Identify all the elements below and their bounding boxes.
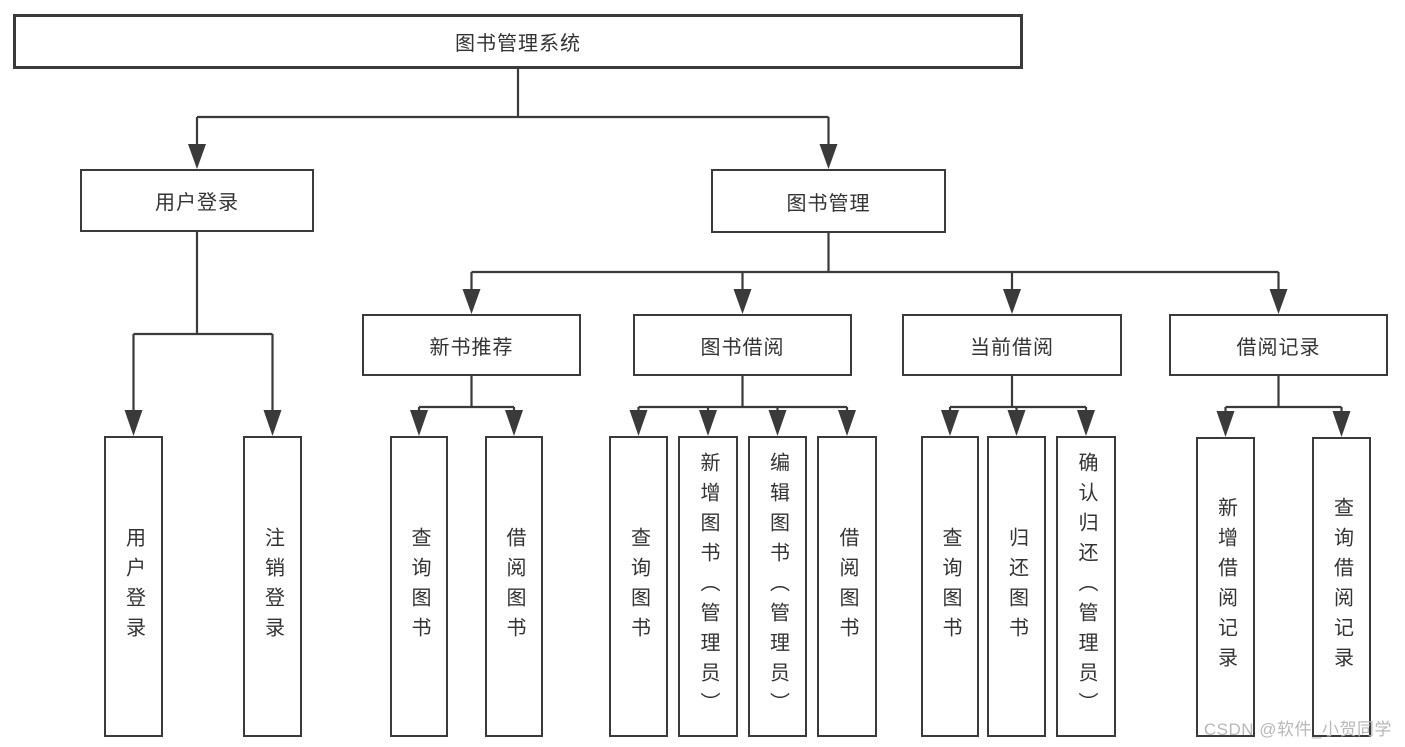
leaf-label: 用户登录 xyxy=(122,526,145,647)
node-book-management: 图书管理 xyxy=(711,169,946,233)
arrowheads xyxy=(124,144,1351,437)
node-label: 用户登录 xyxy=(155,192,239,214)
leaf-label: 注销登录 xyxy=(261,526,284,647)
watermark: CSDN @软件_小贺同学 xyxy=(1203,720,1392,739)
node-label: 借阅记录 xyxy=(1236,336,1321,359)
leaf-borrow-books: 借阅图书 xyxy=(817,436,877,737)
leaf-label: 查询图书 xyxy=(939,526,961,647)
leaf-label: 查询图书 xyxy=(408,526,430,647)
leaf-label: 新增借阅记录 xyxy=(1214,497,1237,677)
node-borrowing-records: 借阅记录 xyxy=(1169,314,1388,376)
leaf-query-books-current: 查询图书 xyxy=(921,436,979,737)
leaf-label: 确认归还（管理员） xyxy=(1075,451,1097,722)
node-new-book-recommendation: 新书推荐 xyxy=(362,314,581,376)
leaf-query-books-borrowing: 查询图书 xyxy=(609,436,668,737)
leaf-borrow-books-recommend: 借阅图书 xyxy=(485,436,543,737)
node-library-management-system: 图书管理系统 xyxy=(13,14,1023,69)
leaf-return-books: 归还图书 xyxy=(987,436,1046,737)
leaf-query-borrow-record: 查询借阅记录 xyxy=(1312,437,1371,737)
leaf-add-book-admin: 新增图书（管理员） xyxy=(678,436,738,737)
leaf-label: 编辑图书（管理员） xyxy=(766,451,789,722)
leaf-confirm-return-admin: 确认归还（管理员） xyxy=(1056,436,1116,737)
leaf-add-borrow-record: 新增借阅记录 xyxy=(1196,437,1255,737)
leaf-user-login: 用户登录 xyxy=(104,436,163,737)
leaf-label: 查询借阅记录 xyxy=(1330,497,1353,677)
node-user-login: 用户登录 xyxy=(80,169,314,232)
leaf-label: 新增图书（管理员） xyxy=(697,451,719,722)
node-book-borrowing: 图书借阅 xyxy=(633,314,852,376)
leaf-label: 借阅图书 xyxy=(503,526,525,647)
leaf-edit-book-admin: 编辑图书（管理员） xyxy=(748,436,807,737)
node-current-borrowing: 当前借阅 xyxy=(902,314,1122,376)
node-label: 图书借阅 xyxy=(700,336,785,359)
node-label: 图书管理系统 xyxy=(455,33,581,55)
node-label: 图书管理 xyxy=(786,192,871,215)
leaf-label: 归还图书 xyxy=(1005,526,1028,647)
leaf-query-books-recommend: 查询图书 xyxy=(390,436,448,737)
leaf-label: 查询图书 xyxy=(627,526,650,647)
node-label: 新书推荐 xyxy=(429,336,514,359)
leaf-label: 借阅图书 xyxy=(836,526,858,647)
leaf-logout: 注销登录 xyxy=(243,436,302,737)
node-label: 当前借阅 xyxy=(970,336,1054,359)
